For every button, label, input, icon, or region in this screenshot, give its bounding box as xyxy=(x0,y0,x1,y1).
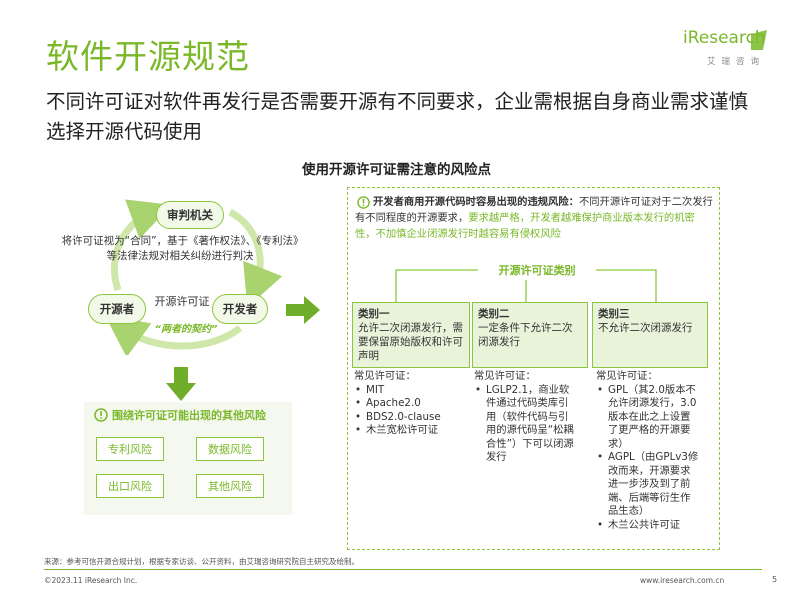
license-item: 木兰公共许可证 xyxy=(596,519,700,533)
category-1-box: 类别一 允许二次闭源发行，需要保留原始版权和许可声明 xyxy=(352,302,470,368)
cycle-arrows xyxy=(105,199,283,355)
warning-icon xyxy=(357,196,370,209)
page-subtitle: 不同许可证对软件再发行是否需要开源有不同要求，企业需根据自身商业需求谨慎选择开源… xyxy=(46,90,749,143)
copyright: ©2023.11 iResearch Inc. xyxy=(44,576,138,585)
page-number: 5 xyxy=(772,575,778,584)
footer-divider xyxy=(44,569,762,570)
category-2-licenses: 常见许可证： LGLP2.1，商业软件通过代码类库引用（软件代码与引用的源代码呈… xyxy=(474,370,578,465)
contract-label: “两者的契约” xyxy=(154,324,218,335)
violation-risk-label: 开发者商用开源代码时容易出现的违规风险： xyxy=(373,196,579,208)
license-item: Apache2.0 xyxy=(354,397,468,411)
risk-export: 出口风险 xyxy=(96,474,164,498)
risk-data: 数据风险 xyxy=(196,437,264,461)
open-source-node: 开源者 xyxy=(88,294,146,324)
logo-flag-icon xyxy=(751,30,767,50)
license-item: 木兰宽松许可证 xyxy=(354,424,468,438)
down-arrow-icon xyxy=(166,367,196,401)
right-arrow-icon xyxy=(286,296,320,324)
risk-patent: 专利风险 xyxy=(96,437,164,461)
license-item: GPL（其2.0版本不允许闭源发行，3.0版本在此之上设置了更严格的开源要求） xyxy=(596,384,700,452)
court-node: 审判机关 xyxy=(156,201,224,229)
category-3-box: 类别三 不允许二次闭源发行 xyxy=(592,302,708,368)
category-3-licenses: 常见许可证： GPL（其2.0版本不允许闭源发行，3.0版本在此之上设置了更严格… xyxy=(596,370,700,532)
category-1-name: 类别一 xyxy=(358,308,390,320)
logo-brand: iResearch xyxy=(683,28,766,48)
diagram-title: 使用开源许可证需注意的风险点 xyxy=(302,162,491,178)
source-note: 来源：参考可信开源合规计划，根据专家访谈、公开资料，由艾瑞咨询研究院自主研究及绘… xyxy=(44,557,359,566)
license-categories-panel xyxy=(347,187,720,550)
category-1-licenses: 常见许可证： MIT Apache2.0 BDS2.0-clause 木兰宽松许… xyxy=(354,370,468,438)
iresearch-logo: iResearch 艾瑞咨询 xyxy=(683,28,769,70)
website-link[interactable]: www.iresearch.com.cn xyxy=(640,576,725,585)
page-title: 软件开源规范 xyxy=(46,37,250,76)
license-center-label: 开源许可证 xyxy=(154,295,210,308)
category-1-desc: 允许二次闭源发行，需要保留原始版权和许可声明 xyxy=(358,322,463,362)
logo-tagline: 艾瑞咨询 xyxy=(707,57,766,67)
category-3-name: 类别三 xyxy=(598,308,630,320)
developer-node: 开发者 xyxy=(212,294,268,324)
category-header: 开源许可证类别 xyxy=(478,262,596,280)
category-2-box: 类别二 一定条件下允许二次闭源发行 xyxy=(472,302,588,368)
other-risks-title: 围绕许可证可能出现的其他风险 xyxy=(112,409,266,422)
category-3-desc: 不允许二次闭源发行 xyxy=(598,322,693,334)
violation-risk-text: 开发者商用开源代码时容易出现的违规风险：不同开源许可证对于二次发行有不同程度的开… xyxy=(355,196,713,240)
license-item: MIT xyxy=(354,384,468,398)
license-item: LGLP2.1，商业软件通过代码类库引用（软件代码与引用的源代码呈“松耦合性”）… xyxy=(474,384,578,465)
category-2-name: 类别二 xyxy=(478,308,510,320)
court-description: 将许可证视为“合同”，基于《著作权法》、《专利法》等法律法规对相关纠纷进行判决 xyxy=(61,235,299,262)
license-item: BDS2.0-clause xyxy=(354,411,468,425)
warning-icon xyxy=(94,408,108,422)
risk-other: 其他风险 xyxy=(196,474,264,498)
license-item: AGPL（由GPLv3修改而来，开源要求进一步涉及到了前端、后端等衍生作品生态） xyxy=(596,451,700,519)
category-2-desc: 一定条件下允许二次闭源发行 xyxy=(478,322,573,348)
